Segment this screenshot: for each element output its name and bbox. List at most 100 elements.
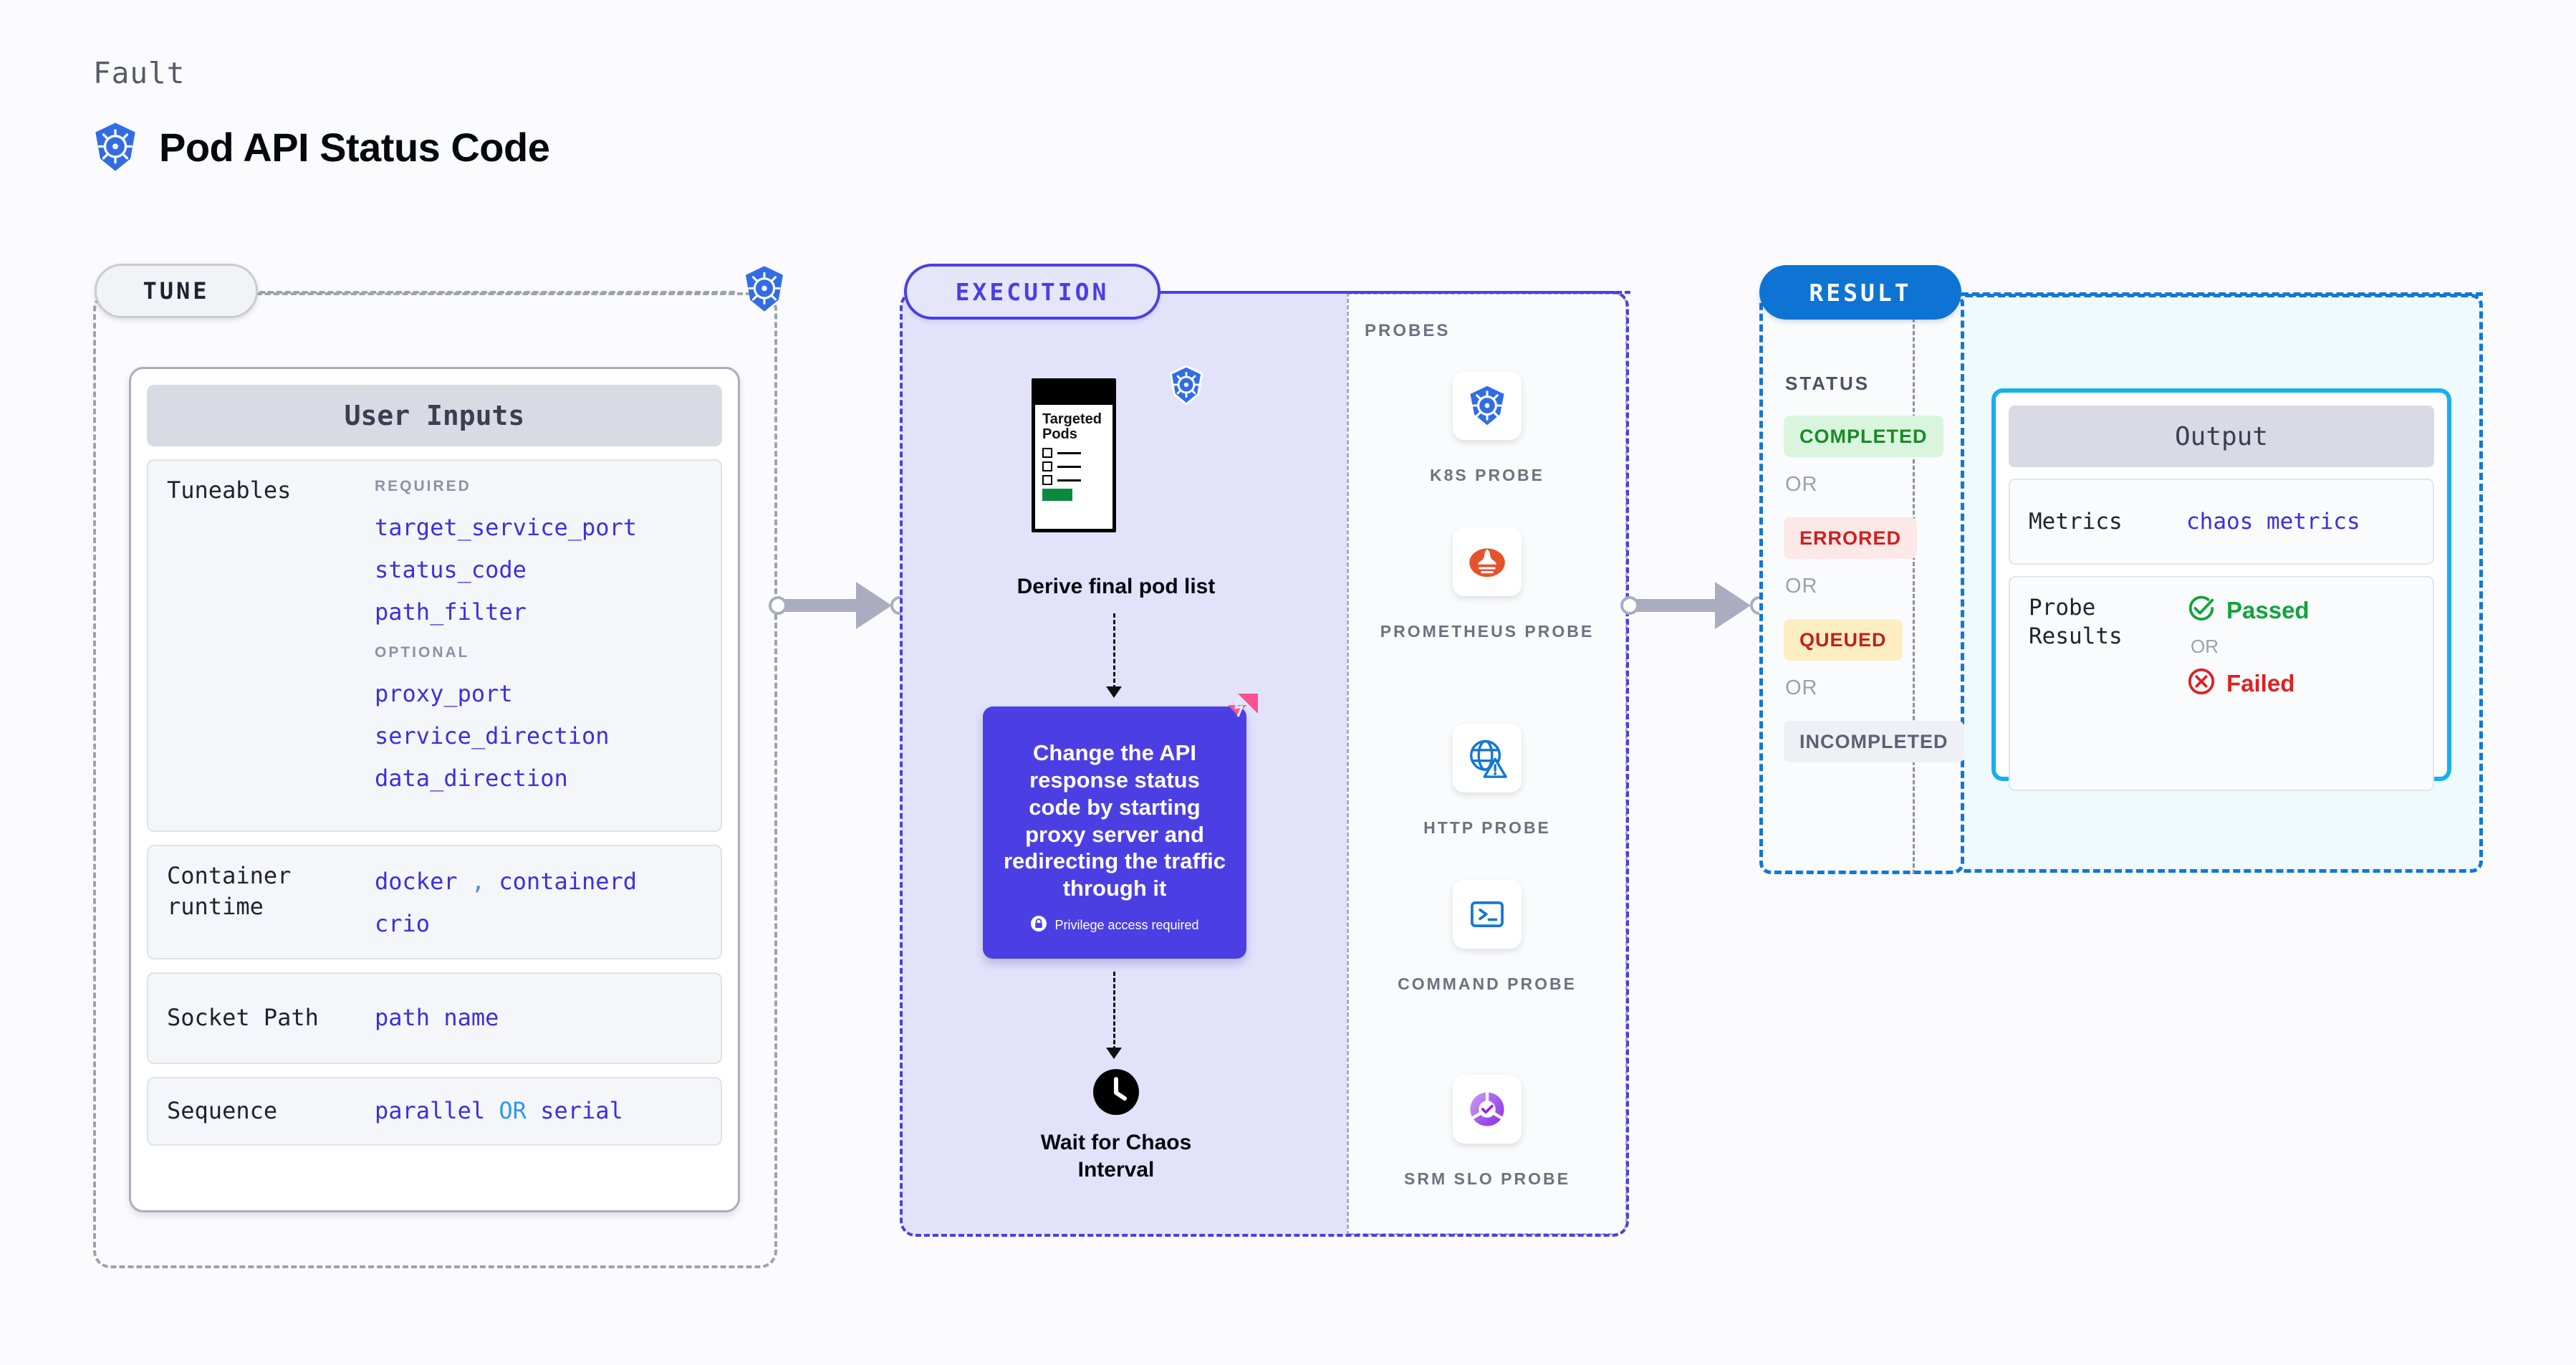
container-runtime-label: Container runtime (167, 862, 292, 921)
tune-pill[interactable]: TUNE (95, 264, 258, 318)
optional-kicker: OPTIONAL (375, 643, 470, 661)
probe-tile-http[interactable] (1453, 724, 1522, 792)
tuneables-section: Tuneables REQUIRED target_service_port s… (147, 459, 722, 832)
probe-label-prometheus: PROMETHEUS PROBE (1380, 622, 1595, 641)
container-runtime-values-row1[interactable]: docker , containerd (375, 861, 702, 903)
result-pill[interactable]: RESULT (1759, 265, 1961, 320)
status-badge-errored: ERRORED (1784, 517, 1918, 559)
probes-label: PROBES (1365, 321, 1451, 340)
connector-1 (1113, 613, 1115, 689)
metrics-label: Metrics (2029, 508, 2123, 535)
page-title: Pod API Status Code (159, 124, 550, 170)
status-badge-queued: QUEUED (1784, 619, 1903, 661)
tuneable-data-direction[interactable]: data_direction (375, 764, 568, 792)
runtime-docker[interactable]: docker (375, 868, 458, 895)
probe-tile-k8s[interactable] (1453, 371, 1522, 440)
kubernetes-icon (92, 122, 139, 172)
doc-green-bar (1042, 489, 1072, 501)
doc-title-line2: Pods (1042, 426, 1077, 442)
page-eyebrow: Fault (93, 56, 186, 90)
result-dash-connector (1961, 292, 2483, 296)
sequence-serial[interactable]: serial (540, 1097, 623, 1125)
container-runtime-section: Container runtime docker , containerd cr… (147, 845, 722, 959)
socket-path-label: Socket Path (167, 1004, 319, 1032)
x-circle-icon (2186, 666, 2216, 700)
tuneable-target-service-port[interactable]: target_service_port (375, 514, 638, 541)
probe-result-or: OR (2191, 636, 2219, 657)
action-card[interactable]: Change the API response status code by s… (983, 707, 1246, 959)
runtime-containerd[interactable]: containerd (499, 868, 638, 895)
check-circle-icon (2186, 593, 2216, 627)
arrow-tune-to-execution (784, 573, 913, 641)
probe-tile-command[interactable] (1453, 880, 1522, 949)
status-or-3: OR (1785, 676, 1818, 699)
output-title: Output (2009, 406, 2434, 467)
doc-row (1042, 448, 1112, 458)
status-badge-incompleted: INCOMPLETED (1784, 721, 1964, 762)
sequence-label: Sequence (167, 1097, 278, 1125)
privilege-note-text: Privilege access required (1054, 917, 1199, 932)
execution-pill[interactable]: EXECUTION (904, 264, 1160, 320)
runtime-crio[interactable]: crio (375, 910, 431, 938)
user-inputs-card: User Inputs Tuneables REQUIRED target_se… (129, 367, 740, 1212)
probe-tile-prometheus[interactable] (1453, 527, 1522, 596)
lock-icon (1030, 915, 1047, 936)
connector-2 (1113, 972, 1115, 1050)
tune-exit-node (769, 596, 787, 615)
tune-dash-connector (259, 291, 735, 294)
tune-kubernetes-badge-icon (742, 265, 787, 316)
status-badge-completed: COMPLETED (1784, 416, 1943, 457)
sequence-values[interactable]: parallel OR serial (375, 1090, 702, 1132)
checkbox-icon (1042, 448, 1052, 458)
failed-text: Failed (2226, 669, 2295, 696)
socket-path-value[interactable]: path name (375, 1004, 499, 1032)
sequence-parallel[interactable]: parallel (375, 1097, 486, 1125)
tuneable-path-filter[interactable]: path_filter (375, 598, 527, 626)
tuneable-service-direction[interactable]: service_direction (375, 722, 610, 749)
status-label: STATUS (1785, 373, 1870, 394)
user-inputs-title: User Inputs (147, 385, 722, 446)
action-card-text: Change the API response status code by s… (1003, 740, 1226, 901)
harness-ribbon-icon (1216, 692, 1261, 740)
connector-2-arrowhead (1106, 1048, 1122, 1059)
doc-checklist (1035, 442, 1112, 485)
tuneables-label: Tuneables (167, 476, 292, 504)
probe-label-k8s: K8S PROBE (1430, 466, 1544, 484)
page-title-row: Pod API Status Code (92, 122, 550, 172)
probe-tile-srm-slo[interactable] (1453, 1075, 1522, 1144)
output-card: Output Metrics chaos metrics Probe Resul… (1991, 388, 2451, 791)
tuneable-proxy-port[interactable]: proxy_port (375, 679, 513, 707)
sequence-section: Sequence parallel OR serial (147, 1077, 722, 1146)
probe-label-command: COMMAND PROBE (1398, 974, 1577, 993)
targeted-pods-doc: Targeted Pods (1032, 378, 1116, 532)
tuneable-status-code[interactable]: status_code (375, 556, 527, 584)
wait-chaos-caption: Wait for Chaos Interval (981, 1129, 1251, 1183)
runtime-separator: , (471, 868, 486, 895)
metrics-value[interactable]: chaos metrics (2186, 509, 2360, 535)
wait-chaos-line1: Wait for Chaos (1040, 1131, 1192, 1154)
arrow-execution-to-result (1636, 573, 1772, 641)
passed-text: Passed (2226, 596, 2310, 623)
privilege-note: Privilege access required (1030, 915, 1199, 936)
probe-label-srm-slo: SRM SLO PROBE (1404, 1169, 1570, 1188)
doc-header-bar (1035, 382, 1112, 405)
connector-1-arrowhead (1106, 686, 1122, 698)
derive-pod-list-caption: Derive final pod list (1017, 575, 1216, 598)
doc-kubernetes-badge-icon (1168, 365, 1205, 408)
required-kicker: REQUIRED (375, 478, 471, 494)
execution-dash-connector (1160, 291, 1630, 294)
doc-line (1057, 465, 1081, 468)
doc-row (1042, 475, 1112, 485)
checkbox-icon (1042, 461, 1052, 471)
probe-result-failed: Failed (2186, 666, 2414, 700)
probe-label-http: HTTP PROBE (1423, 818, 1551, 837)
status-or-2: OR (1785, 575, 1818, 598)
result-region (1759, 292, 1964, 874)
wait-chaos-line2: Interval (1077, 1157, 1155, 1182)
output-row-probe-results: Probe Results Passed OR (2009, 576, 2434, 791)
probe-results-label: Probe Results (2029, 595, 2123, 650)
probe-result-passed: Passed (2186, 593, 2414, 627)
socket-path-section: Socket Path path name (147, 972, 722, 1064)
status-divider (1913, 292, 1915, 874)
output-row-metrics: Metrics chaos metrics (2009, 479, 2434, 565)
